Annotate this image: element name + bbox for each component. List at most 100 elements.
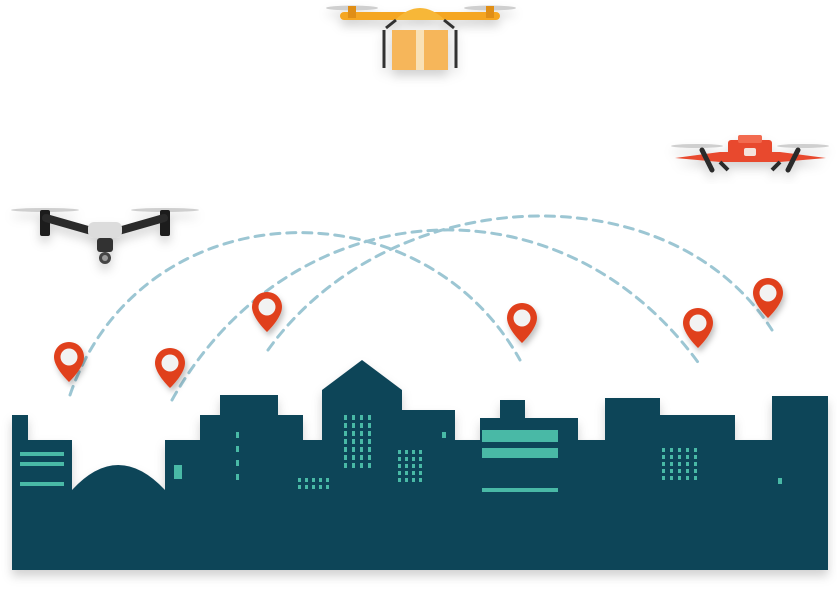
window xyxy=(412,464,415,468)
window xyxy=(412,457,415,461)
window xyxy=(670,476,673,480)
window xyxy=(678,476,681,480)
window xyxy=(662,462,665,466)
camera-drone-icon xyxy=(11,208,199,264)
window xyxy=(686,462,689,466)
window xyxy=(670,462,673,466)
window xyxy=(360,431,363,436)
window xyxy=(326,485,329,489)
window xyxy=(312,485,315,489)
flight-path-arc xyxy=(266,214,774,352)
window xyxy=(419,478,422,482)
window xyxy=(670,455,673,459)
window xyxy=(344,447,347,452)
window xyxy=(319,485,322,489)
window xyxy=(405,464,408,468)
window xyxy=(398,478,401,482)
window xyxy=(678,455,681,459)
window xyxy=(694,476,697,480)
window xyxy=(352,455,355,460)
window xyxy=(319,478,322,482)
map-pin-icon xyxy=(54,342,84,382)
map-pin-icon xyxy=(155,348,185,388)
window xyxy=(694,448,697,452)
window xyxy=(686,476,689,480)
window xyxy=(678,448,681,452)
window xyxy=(360,455,363,460)
window xyxy=(662,476,665,480)
window xyxy=(344,423,347,428)
window xyxy=(305,478,308,482)
window xyxy=(686,455,689,459)
window xyxy=(694,455,697,459)
window-grid-mid xyxy=(398,450,422,482)
window xyxy=(344,439,347,444)
window xyxy=(398,471,401,475)
window xyxy=(405,450,408,454)
map-pin-icon xyxy=(683,308,713,348)
window xyxy=(352,415,355,420)
window xyxy=(360,423,363,428)
window xyxy=(368,431,371,436)
racing-drone-icon xyxy=(671,135,829,173)
window xyxy=(352,463,355,468)
window xyxy=(405,478,408,482)
window xyxy=(686,469,689,473)
window xyxy=(678,469,681,473)
window xyxy=(419,450,422,454)
map-pin-icon xyxy=(252,292,282,332)
window xyxy=(368,447,371,452)
window xyxy=(419,471,422,475)
window xyxy=(694,469,697,473)
window xyxy=(419,457,422,461)
window xyxy=(360,439,363,444)
window xyxy=(368,415,371,420)
delivery-drone-icon xyxy=(326,5,516,70)
window xyxy=(352,439,355,444)
window xyxy=(398,457,401,461)
building-windows xyxy=(20,430,782,492)
window xyxy=(368,423,371,428)
flight-paths xyxy=(68,214,774,402)
window xyxy=(412,478,415,482)
window xyxy=(368,439,371,444)
window-grid-tower xyxy=(344,415,371,468)
window xyxy=(412,450,415,454)
window xyxy=(360,415,363,420)
window xyxy=(662,455,665,459)
window xyxy=(344,431,347,436)
window xyxy=(405,471,408,475)
window xyxy=(686,448,689,452)
window xyxy=(344,463,347,468)
window xyxy=(670,469,673,473)
flight-path-arc xyxy=(170,228,702,402)
window-grid-low xyxy=(298,478,329,489)
window xyxy=(352,431,355,436)
window xyxy=(326,478,329,482)
window xyxy=(694,462,697,466)
window xyxy=(360,447,363,452)
window xyxy=(352,423,355,428)
window xyxy=(360,463,363,468)
window xyxy=(344,415,347,420)
window xyxy=(419,464,422,468)
window xyxy=(344,455,347,460)
window xyxy=(412,471,415,475)
window xyxy=(670,448,673,452)
window xyxy=(405,457,408,461)
window xyxy=(678,462,681,466)
flight-path-arc xyxy=(68,231,522,397)
window xyxy=(312,478,315,482)
window xyxy=(298,478,301,482)
window xyxy=(352,447,355,452)
window xyxy=(298,485,301,489)
window xyxy=(662,469,665,473)
window xyxy=(398,464,401,468)
window xyxy=(662,448,665,452)
map-pin-icon xyxy=(507,303,537,343)
window xyxy=(368,455,371,460)
window xyxy=(305,485,308,489)
window xyxy=(398,450,401,454)
window xyxy=(368,463,371,468)
